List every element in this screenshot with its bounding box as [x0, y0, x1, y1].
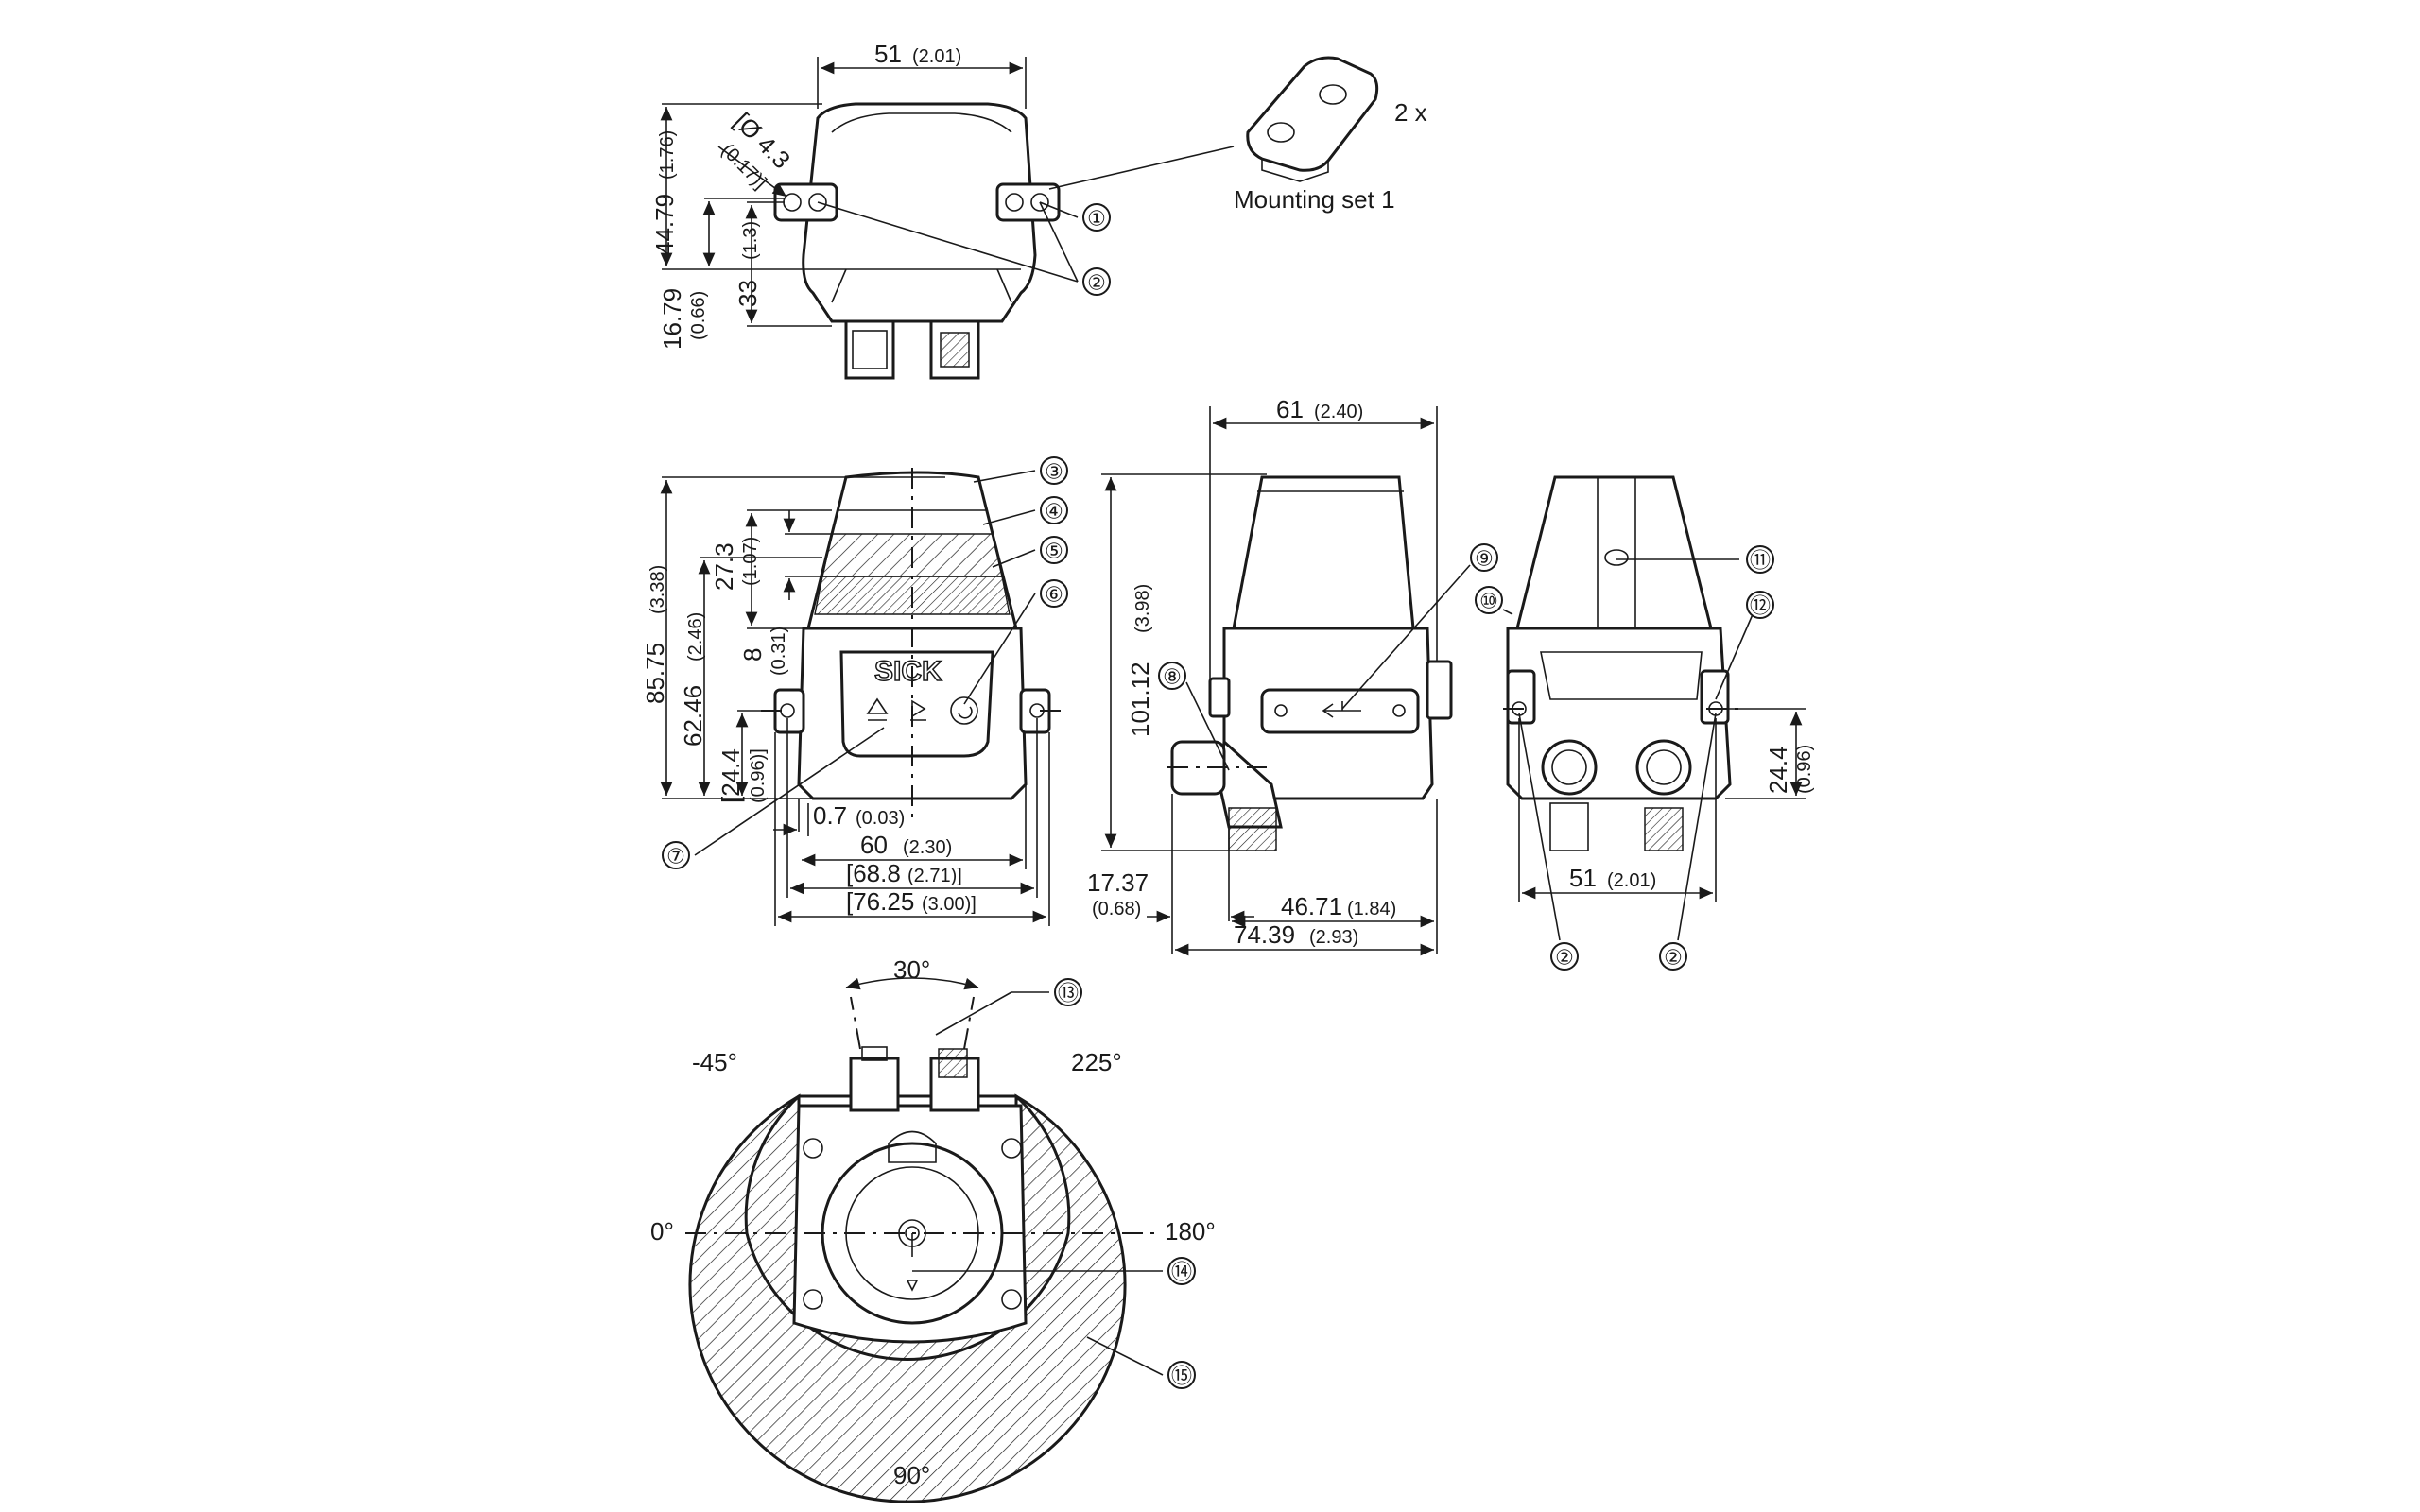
svg-text:⑬: ⑬ [1058, 982, 1079, 1005]
front-w-offset-dim: 0.7 [813, 801, 847, 830]
top-h2-dim-in: (1.3) [740, 221, 761, 260]
side-w-dim: 61 [1276, 395, 1304, 423]
side-w-dim-in: (2.40) [1314, 402, 1363, 422]
callout-11: ⑪ [1746, 545, 1774, 574]
mounting-set-qty: 2 x [1394, 98, 1427, 127]
top-h1-dim-in: (1.76) [657, 130, 678, 180]
side-h-dim: 101.12 [1126, 662, 1154, 737]
svg-text:②: ② [1555, 946, 1574, 970]
callout-15: ⑮ [1167, 1361, 1196, 1389]
side-h-dim-in: (3.98) [1132, 584, 1153, 633]
svg-text:⑩: ⑩ [1479, 590, 1498, 613]
callout-9: ⑨ [1470, 543, 1498, 572]
top-h2-dim: 33 [734, 280, 762, 307]
side-conn-dim: 17.37 [1087, 868, 1149, 897]
mounting-set-label: Mounting set 1 [1234, 185, 1395, 214]
callout-2-rear-left: ② [1550, 942, 1579, 971]
svg-text:⑪: ⑪ [1750, 549, 1771, 573]
callout-2-top: ② [1082, 267, 1111, 296]
front-w-body-dim-in: (2.30) [903, 837, 952, 858]
top-width-dim-in: (2.01) [912, 46, 961, 67]
front-w-body-dim: 60 [860, 831, 888, 859]
callout-10: ⑩ [1475, 586, 1503, 614]
svg-text:⑥: ⑥ [1045, 583, 1063, 607]
angle-left: -45° [692, 1048, 737, 1076]
callout-12: ⑫ [1746, 591, 1774, 619]
callout-14: ⑭ [1167, 1257, 1196, 1285]
front-h-total-dim-in: (3.38) [648, 565, 668, 614]
svg-text:⑭: ⑭ [1171, 1261, 1192, 1284]
svg-text:⑦: ⑦ [666, 845, 685, 868]
svg-text:②: ② [1664, 946, 1683, 970]
rear-connector-right [1635, 739, 1692, 796]
angle-zero: 0° [650, 1217, 674, 1246]
front-w-holes-dim: [68.8 [846, 859, 901, 887]
svg-text:⑮: ⑮ [1171, 1365, 1192, 1388]
rear-h-dim-in: (0.96) [1794, 745, 1815, 794]
side-view: 61 (2.40) 101.12 (3.98) 17.37 (0.68) 46.… [1087, 395, 1498, 956]
front-view: SICK 85.75 (3.38) 62.46 (2.46) [24.4 (0.… [641, 456, 1068, 926]
top-h3-dim-in: (0.66) [688, 291, 709, 340]
top-width-dim: 51 [874, 40, 902, 68]
side-optic-hood [1232, 475, 1415, 630]
angle-half: 180° [1165, 1217, 1216, 1246]
callout-5: ⑤ [1040, 536, 1068, 564]
angle-connector: 30° [893, 955, 930, 984]
front-h-window-dim-in: (1.07) [740, 537, 761, 586]
rotation-view: 30° -45° 225° 0° 180° 90° ⑬ ⑭ ⑮ [650, 955, 1216, 1503]
angle-right: 225° [1071, 1048, 1122, 1076]
warning-icon [866, 697, 889, 714]
rear-w-dim-in: (2.01) [1607, 870, 1656, 891]
callout-3: ③ [1040, 456, 1068, 485]
svg-text:⑨: ⑨ [1475, 547, 1494, 571]
rear-optic-hood [1515, 475, 1713, 630]
callout-1: ① [1082, 203, 1111, 232]
front-h-body-dim-in: (2.46) [685, 612, 706, 662]
side-depth-dim: 46.71 [1281, 892, 1342, 920]
svg-text:④: ④ [1045, 500, 1063, 524]
mounting-set-bracket [1246, 56, 1379, 182]
svg-text:③: ③ [1045, 460, 1063, 484]
front-w-total-dim: [76.25 [846, 887, 914, 916]
usb-icon [1322, 701, 1361, 718]
svg-text:①: ① [1087, 207, 1106, 231]
front-h-band-dim-in: (0.31) [769, 627, 789, 676]
rear-w-dim: 51 [1569, 864, 1597, 892]
front-w-offset-dim-in: (0.03) [856, 808, 905, 829]
power-button-icon [950, 696, 978, 725]
callout-2-rear-right: ② [1659, 942, 1687, 971]
brand-logo: SICK [874, 656, 942, 687]
rear-h-dim: 24.4 [1764, 746, 1792, 794]
front-h-body-dim: 62.46 [679, 685, 707, 747]
front-w-total-dim-in: (3.00)] [922, 894, 977, 915]
front-h-mount-dim-in: (0.96)] [748, 748, 769, 803]
callout-6: ⑥ [1040, 579, 1068, 608]
callout-7: ⑦ [662, 841, 690, 869]
side-total-dim: 74.39 [1234, 920, 1295, 949]
side-depth-dim-in: (1.84) [1347, 899, 1396, 919]
rear-connector-left [1541, 739, 1598, 796]
rear-view: 51 (2.01) 24.4 (0.96) ⑪ ⑩ ⑫ ② ② [1475, 475, 1815, 971]
angle-bottom: 90° [893, 1461, 930, 1489]
front-h-mount-dim: [24.4 [717, 748, 745, 803]
side-conn-dim-in: (0.68) [1092, 899, 1141, 919]
front-w-holes-dim-in: (2.71)] [908, 866, 962, 886]
svg-text:⑫: ⑫ [1750, 594, 1771, 618]
front-h-band-dim: 8 [738, 648, 767, 662]
front-h-window-dim: 27.3 [710, 542, 738, 591]
svg-text:⑧: ⑧ [1163, 665, 1182, 689]
front-h-total-dim: 85.75 [641, 643, 669, 704]
callout-4: ④ [1040, 496, 1068, 524]
top-view: 51 (2.01) 44.79 (1.76) 16.79 (0.66) 33 (… [650, 40, 1427, 380]
top-h1-dim: 44.79 [650, 194, 679, 255]
top-h3-dim: 16.79 [658, 288, 686, 350]
callout-13: ⑬ [1054, 978, 1082, 1006]
side-total-dim-in: (2.93) [1309, 927, 1358, 948]
svg-text:②: ② [1087, 271, 1106, 295]
top-view-body [802, 102, 1037, 323]
callout-8: ⑧ [1158, 662, 1186, 690]
svg-text:⑤: ⑤ [1045, 540, 1063, 563]
rotation-connector-left [849, 1057, 900, 1112]
